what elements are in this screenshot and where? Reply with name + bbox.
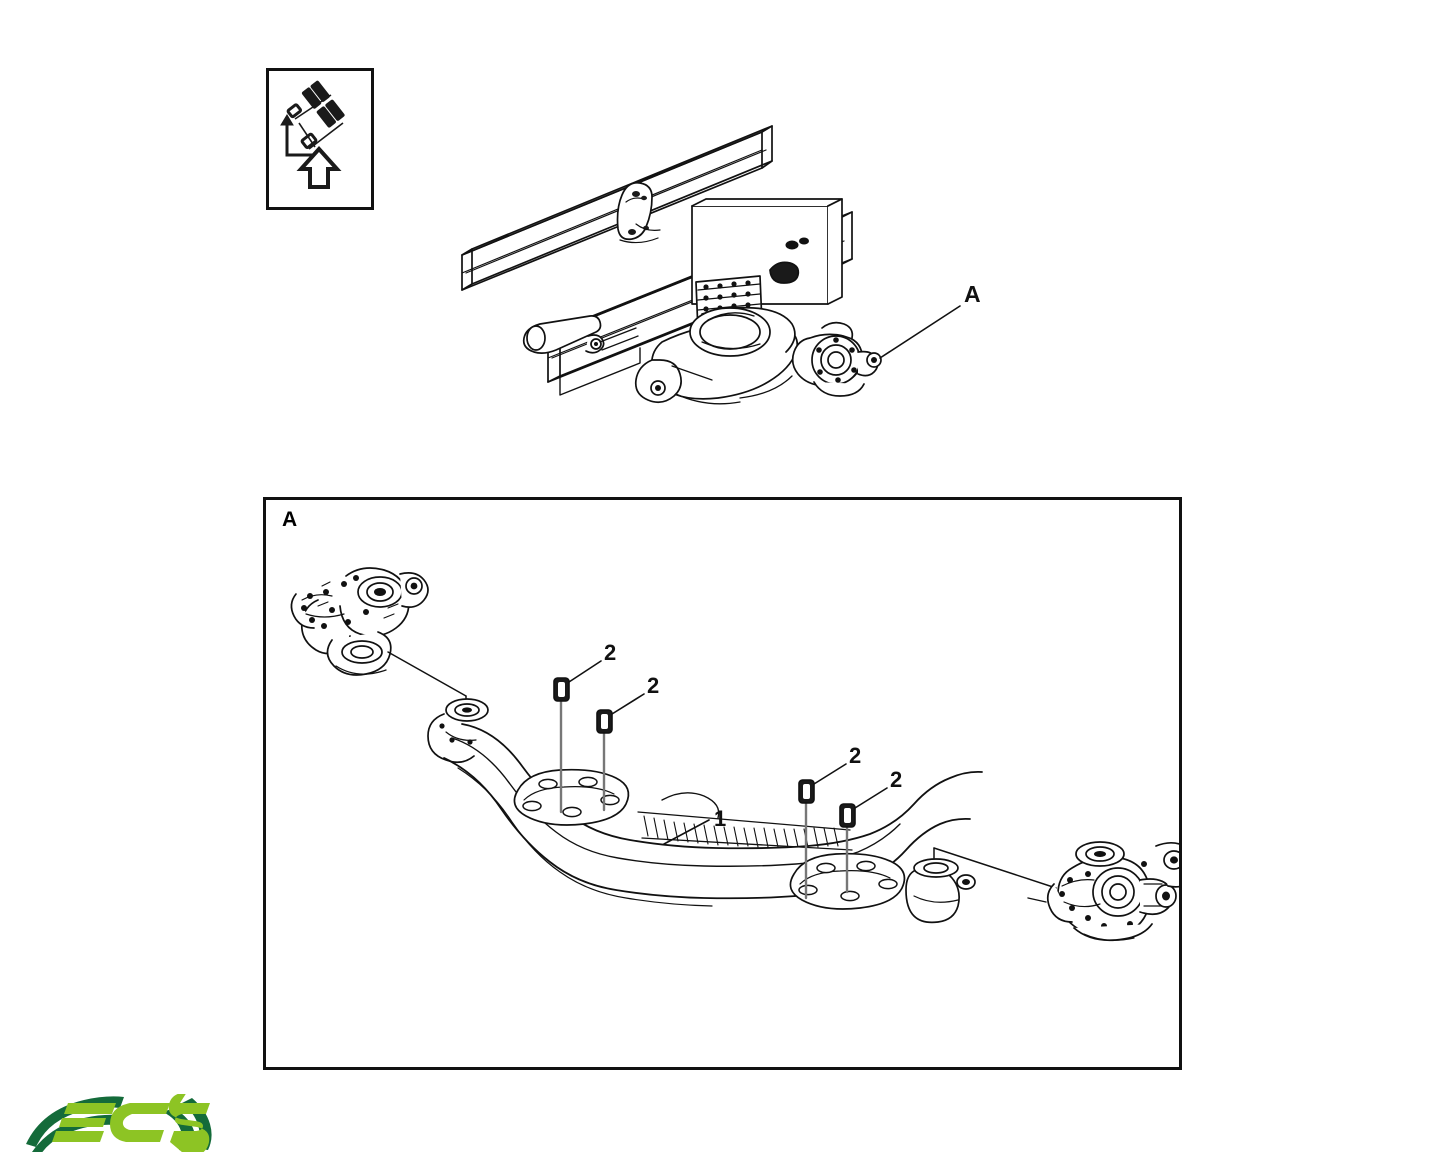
- ecs-logo-graphic: [26, 1092, 212, 1157]
- callout-a-leader: [879, 305, 961, 359]
- frame-rail-rear: [461, 125, 773, 291]
- left-knuckle-leader: [387, 651, 467, 709]
- mounting-bolt-3: [798, 763, 847, 900]
- detail-panel-a: A: [263, 497, 1182, 1070]
- axle-housing: [634, 306, 799, 405]
- logo-letters: [52, 1092, 210, 1157]
- callout-label-2-a: 2: [604, 640, 616, 665]
- mounting-bolt-1: [553, 660, 602, 814]
- orientation-key-box: [266, 68, 374, 210]
- detail-illustration: 1 2 2 2 2: [290, 567, 1179, 942]
- mounting-pad-left: [513, 768, 630, 826]
- right-knuckle-assembly: [1027, 841, 1179, 942]
- callout-label-a: A: [964, 281, 981, 307]
- callout-label-2-d: 2: [890, 767, 902, 792]
- main-assembly-view: A: [440, 110, 1020, 440]
- callout-label-2-b: 2: [647, 673, 659, 698]
- axle-right-end-boss: [905, 858, 976, 924]
- right-knuckle-leader: [933, 847, 1057, 889]
- callout-label-1: 1: [714, 806, 726, 831]
- mounting-bolt-2: [596, 693, 645, 812]
- left-knuckle-assembly: [290, 567, 429, 676]
- detail-panel-label: A: [282, 508, 298, 531]
- callout-label-2-c: 2: [849, 743, 861, 768]
- shock-absorber: [522, 315, 639, 354]
- mounting-bolt-4: [839, 787, 888, 894]
- orientation-key-graphic: [280, 80, 345, 189]
- ecs-logo: [24, 1092, 214, 1157]
- axle-beam: [427, 698, 983, 924]
- assembly-illustration: A: [461, 125, 981, 405]
- callout-1-leader: [663, 819, 710, 845]
- steering-knuckle-hub: [791, 321, 882, 397]
- up-arrow-icon: [296, 146, 342, 189]
- frame-bracket: [616, 181, 661, 244]
